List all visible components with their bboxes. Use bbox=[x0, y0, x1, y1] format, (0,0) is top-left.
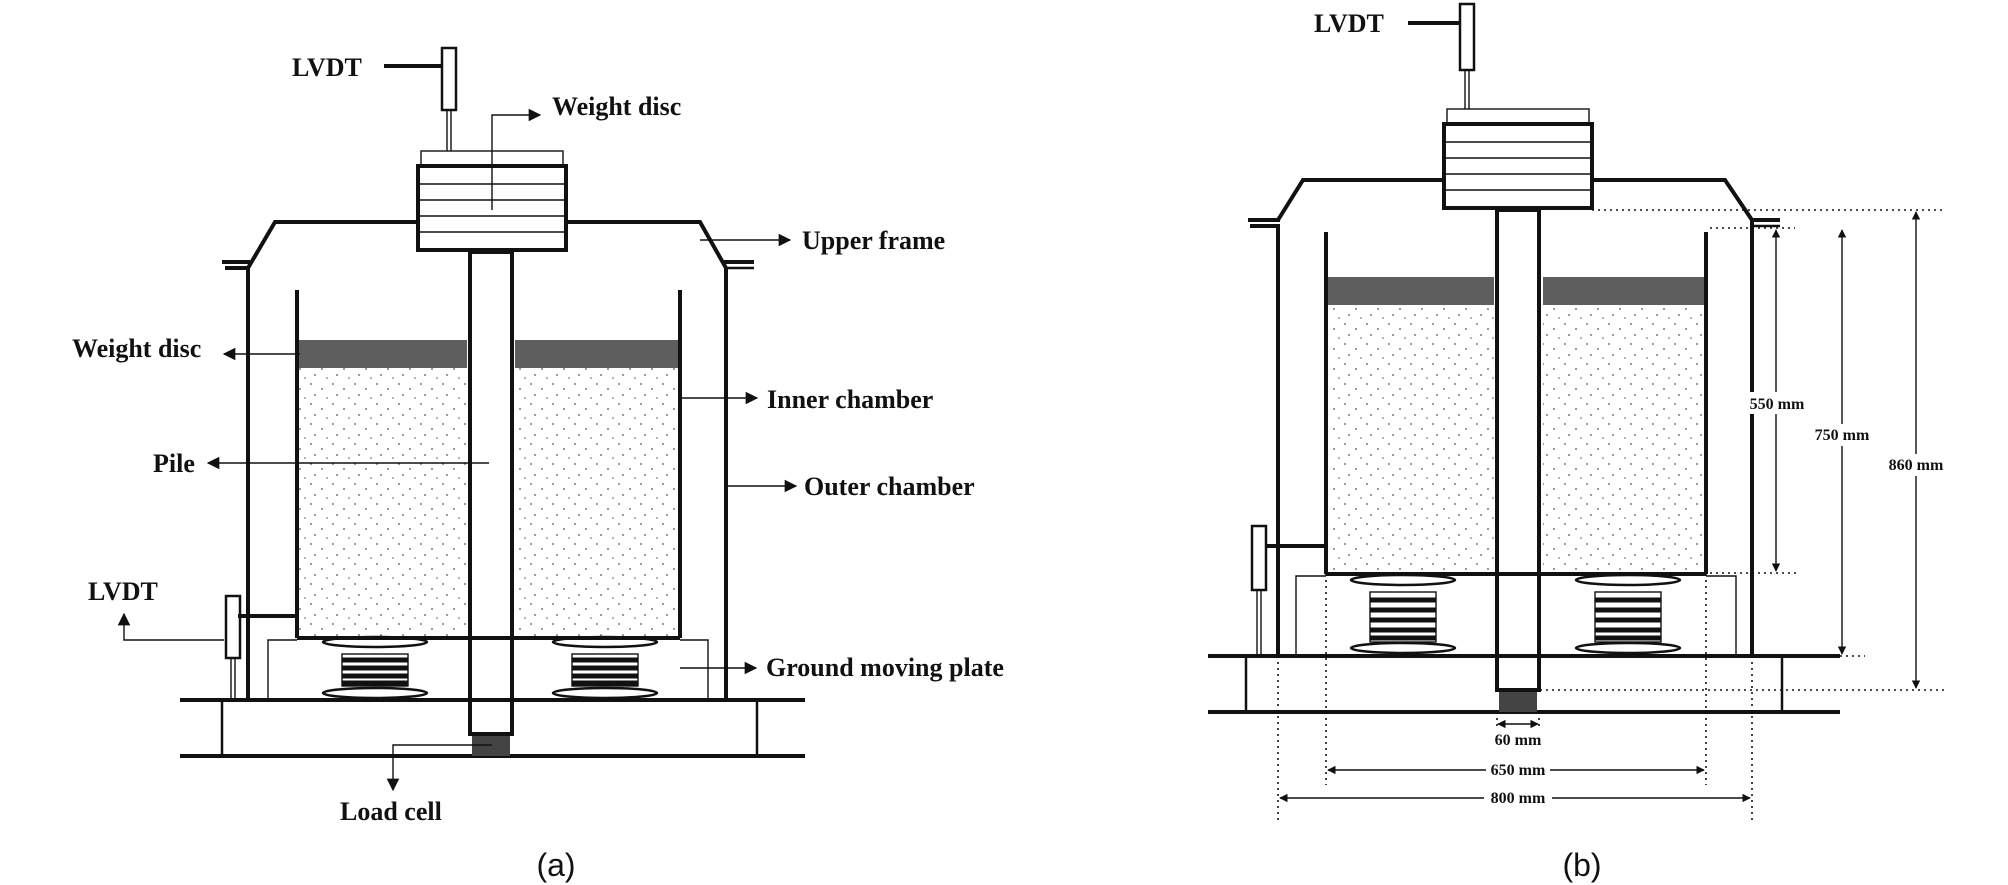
label-lvdt-top-b: LVDT bbox=[1314, 9, 1384, 38]
dim-pile-diameter: 60 mm bbox=[1495, 732, 1542, 749]
panel-b: 550 mm 750 mm 860 mm 60 mm 650 mm 800 mm… bbox=[1208, 2, 1946, 883]
label-lvdt-top-a: LVDT bbox=[292, 53, 362, 82]
label-outer-chamber-a: Outer chamber bbox=[804, 472, 975, 501]
spring-b-right bbox=[1574, 573, 1682, 655]
label-upper-frame-a: Upper frame bbox=[802, 226, 945, 255]
dim-outer-chamber-height: 860 mm bbox=[1889, 457, 1944, 474]
weight-disc-b-left bbox=[1328, 277, 1494, 305]
pile-b bbox=[1495, 208, 1541, 692]
label-load-cell-a: Load cell bbox=[340, 797, 442, 826]
label-ground-moving-plate-a: Ground moving plate bbox=[766, 653, 1004, 682]
load-cell-b bbox=[1499, 692, 1537, 712]
leaders-a bbox=[117, 108, 798, 792]
label-weight-disc-top-a: Weight disc bbox=[552, 92, 681, 121]
panel-a: LVDT Weight disc Upper frame Weight disc… bbox=[72, 46, 1004, 883]
spring-a-right bbox=[551, 635, 659, 700]
extension-lines-b bbox=[1277, 209, 1945, 820]
dim-outer-chamber-width: 800 mm bbox=[1491, 790, 1546, 807]
label-pile-a: Pile bbox=[153, 449, 195, 478]
upper-frame-a bbox=[222, 220, 754, 700]
dim-soil-height: 550 mm bbox=[1750, 396, 1805, 413]
dim-inner-chamber-width: 650 mm bbox=[1491, 762, 1546, 779]
label-weight-disc-left-a: Weight disc bbox=[72, 334, 201, 363]
lvdt-side-b bbox=[1250, 524, 1326, 656]
spring-a-left bbox=[321, 635, 429, 700]
caption-a: (a) bbox=[536, 847, 575, 883]
label-lvdt-bottom-a: LVDT bbox=[88, 577, 158, 606]
ground-moving-plate-a bbox=[267, 639, 709, 700]
lvdt-top-a bbox=[384, 46, 458, 151]
lvdt-top-b bbox=[1408, 2, 1476, 109]
label-inner-chamber-a: Inner chamber bbox=[767, 385, 933, 414]
weight-disc-b-right bbox=[1543, 277, 1704, 305]
weight-stack-b bbox=[1442, 108, 1594, 210]
inner-chamber-a bbox=[295, 290, 682, 640]
load-cell-a bbox=[472, 736, 510, 756]
ground-moving-plate-b bbox=[1295, 575, 1737, 656]
spring-b-left bbox=[1349, 573, 1457, 655]
dim-inner-chamber-height: 750 mm bbox=[1815, 427, 1870, 444]
caption-b: (b) bbox=[1562, 847, 1601, 883]
weight-disc-a-left bbox=[299, 340, 467, 368]
pile-a bbox=[468, 250, 514, 736]
upper-frame-b bbox=[1248, 178, 1780, 656]
lvdt-bottom-a bbox=[224, 594, 297, 700]
weight-disc-a-right bbox=[515, 340, 678, 368]
inner-chamber-b bbox=[1324, 232, 1708, 576]
